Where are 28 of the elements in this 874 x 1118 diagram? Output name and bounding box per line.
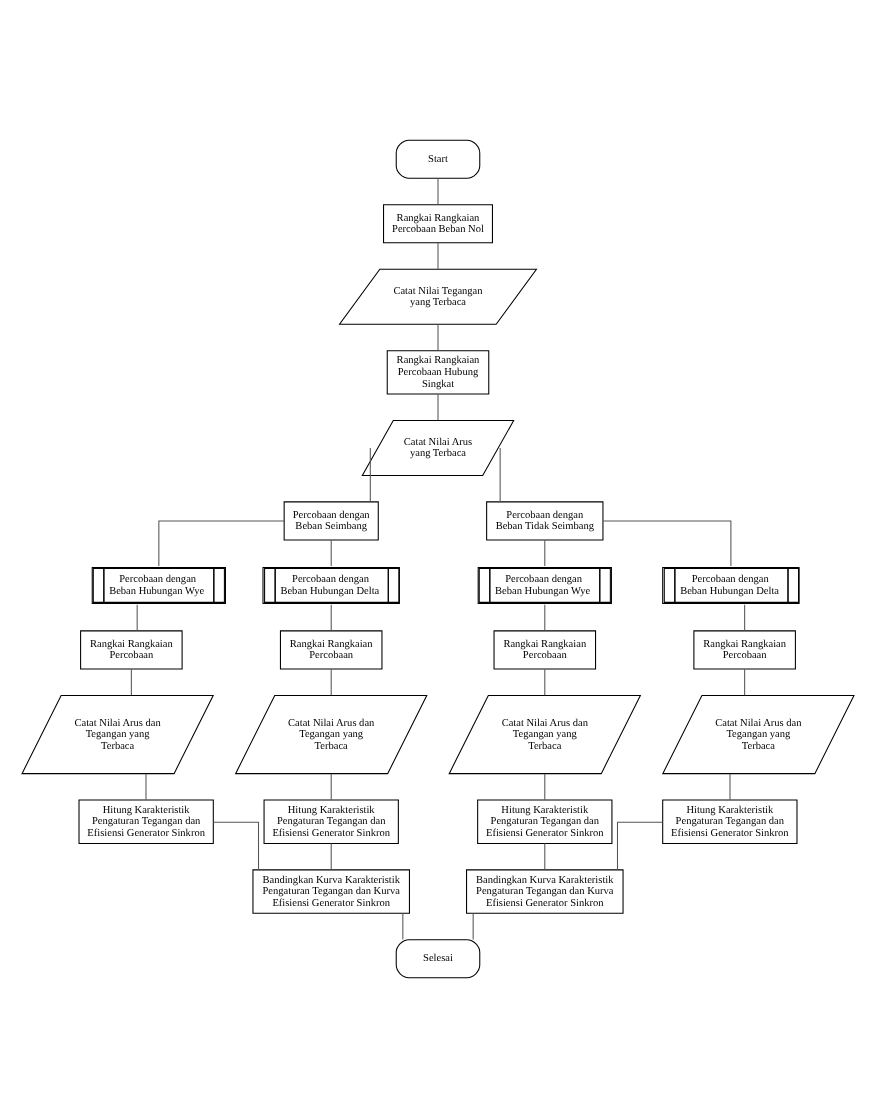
connector <box>743 604 745 632</box>
connector <box>329 842 331 871</box>
connector <box>543 773 545 801</box>
connector <box>129 668 131 696</box>
connector <box>543 668 545 696</box>
connector <box>135 604 137 632</box>
connector <box>743 668 745 696</box>
connector <box>436 242 438 270</box>
connector <box>615 821 663 871</box>
connector <box>211 821 259 871</box>
connector <box>436 323 438 352</box>
connector <box>471 913 473 941</box>
connector <box>144 773 146 801</box>
connector <box>543 604 545 632</box>
connector <box>368 447 370 503</box>
connector <box>728 773 730 801</box>
connector <box>543 842 545 871</box>
connector <box>601 520 731 567</box>
connector <box>329 604 331 632</box>
connector <box>498 447 500 503</box>
connector <box>436 178 438 205</box>
connector <box>157 520 284 567</box>
connector <box>543 539 545 567</box>
connector <box>436 393 438 421</box>
connector <box>401 913 403 941</box>
connector <box>329 773 331 801</box>
connector <box>329 539 331 567</box>
connector <box>329 668 331 696</box>
